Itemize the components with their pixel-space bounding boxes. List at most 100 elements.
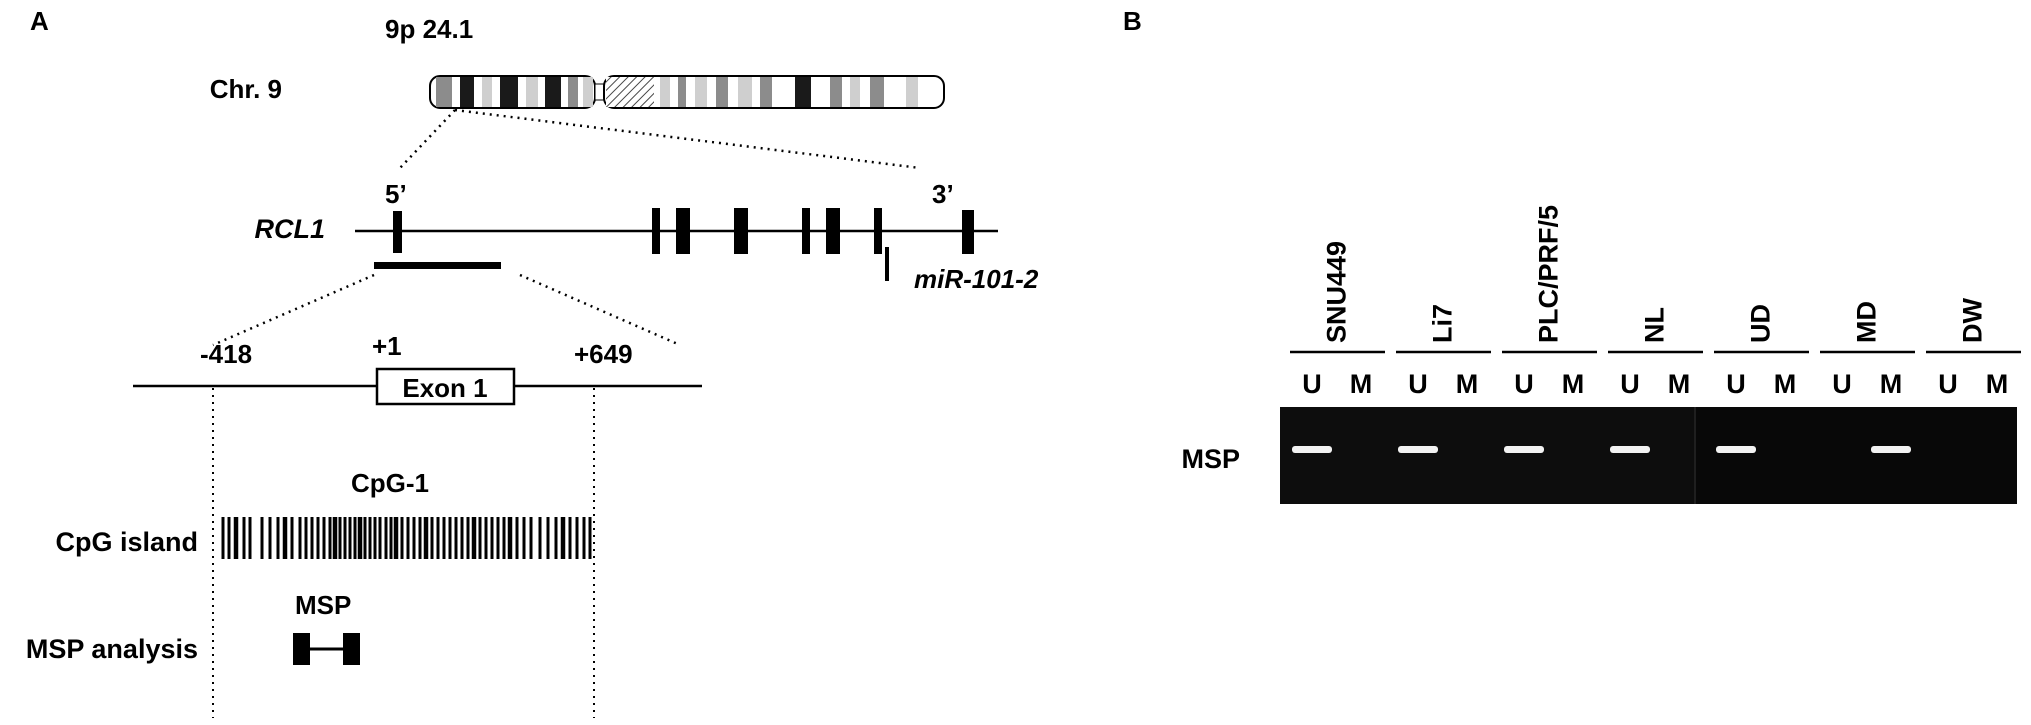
exon1-box [375, 367, 516, 406]
msp-amplicon [293, 633, 360, 665]
gel-sample-label: Li7 [1428, 304, 1458, 343]
gel-lane-label: M [1986, 369, 2009, 399]
gene-exons [393, 208, 974, 254]
five-prime-label: 5’ [385, 179, 407, 209]
cpg-tick [233, 517, 239, 559]
cpg-tick [357, 517, 363, 559]
cpg-tick [227, 517, 231, 559]
cpg-tick [378, 517, 382, 559]
cpg-tick [507, 517, 513, 559]
gel-lane-label: U [1408, 369, 1428, 399]
cpg-tick [484, 517, 488, 559]
cpg-tick [560, 517, 566, 559]
cpg-island-ticks [221, 517, 592, 559]
gel-sample-label: DW [1958, 298, 1988, 343]
gel-lane-label: M [1668, 369, 1691, 399]
cpg-tick [575, 517, 579, 559]
cpg-tick [471, 517, 477, 559]
gel-lane-label: U [1620, 369, 1640, 399]
cpg-tick [423, 517, 429, 559]
gene-label: RCL1 [254, 214, 325, 244]
panel-a-label: A [30, 6, 49, 36]
cpg-tick [442, 517, 446, 559]
gel-row-label: MSP [1181, 444, 1240, 474]
cpg-tick [406, 517, 410, 559]
cpg-tick [242, 517, 246, 559]
cpg-tick [332, 517, 338, 559]
cpg-tick [282, 517, 288, 559]
cpg-tick [373, 517, 377, 559]
band-label: 9p 24.1 [385, 14, 473, 44]
gel-lane-label: M [1880, 369, 1903, 399]
cpg-tick [328, 517, 332, 559]
cpg-tick [363, 517, 367, 559]
panel-a: A 9p 24.1 Chr. 9 [26, 6, 1039, 718]
gel-lane-label: M [1774, 369, 1797, 399]
cpg-tick [554, 517, 558, 559]
cpg-tick [343, 517, 347, 559]
promoter-bar [374, 262, 501, 269]
cpg-tick [490, 517, 494, 559]
cpg-tick [454, 517, 458, 559]
gel-sample-label: UD [1746, 304, 1776, 343]
zoom-line-left [399, 109, 456, 169]
cpg-tick [478, 517, 482, 559]
gel-band [1504, 446, 1544, 453]
pos-tss-label: +1 [372, 331, 402, 361]
gel-bands [1292, 446, 1911, 453]
cpg-tick [546, 517, 550, 559]
pos-start-label: -418 [200, 339, 252, 369]
cpg-tick [221, 517, 225, 559]
cpg-tick [322, 517, 326, 559]
pos-end-label: +649 [574, 339, 633, 369]
cpg-tick [353, 517, 357, 559]
panel-b-label: B [1123, 6, 1142, 36]
cpg-tick [588, 517, 592, 559]
gel-sample-label: NL [1640, 307, 1670, 343]
cpg-tick [400, 517, 404, 559]
gel-image [1280, 407, 2017, 504]
zoom-line-left-2 [212, 273, 375, 347]
gel-lane-label: U [1302, 369, 1322, 399]
gel-band [1292, 446, 1332, 453]
cpg-tick [368, 517, 372, 559]
zoom-line-right-2 [519, 273, 681, 347]
cpg-tick [448, 517, 452, 559]
gel-lane-label: M [1562, 369, 1585, 399]
gel-band [1716, 446, 1756, 453]
chromosome-ideogram [429, 75, 945, 109]
gel-lane-label: M [1456, 369, 1479, 399]
cpg-tick [389, 517, 393, 559]
cpg-tick [538, 517, 542, 559]
gel-sample-label: SNU449 [1322, 241, 1352, 343]
cpg-tick [460, 517, 464, 559]
gel-lane-label: U [1726, 369, 1746, 399]
cpg-tick [430, 517, 434, 559]
msp-row-label: MSP analysis [26, 634, 198, 664]
cpg-tick [348, 517, 352, 559]
cpg-tick [268, 517, 272, 559]
cpg-tick [522, 517, 526, 559]
mirna-label: miR-101-2 [914, 264, 1039, 294]
cpg-tick [384, 517, 388, 559]
cpg-tick [582, 517, 586, 559]
cpg-tick [393, 517, 399, 559]
cpg-tick [466, 517, 470, 559]
cpg-tick [502, 517, 506, 559]
cpg-tick [276, 517, 280, 559]
cpg-tick [298, 517, 302, 559]
cpg-name-label: CpG-1 [351, 468, 429, 498]
cpg-tick [310, 517, 314, 559]
gel-band [1871, 446, 1911, 453]
gel-lane-label: U [1832, 369, 1852, 399]
cpg-tick [316, 517, 320, 559]
gel-sample-label: PLC/PRF/5 [1534, 205, 1564, 343]
gel-lane-label: M [1350, 369, 1373, 399]
gel-lane-label: U [1938, 369, 1958, 399]
cpg-tick [338, 517, 342, 559]
cpg-tick [515, 517, 519, 559]
cpg-tick [496, 517, 500, 559]
